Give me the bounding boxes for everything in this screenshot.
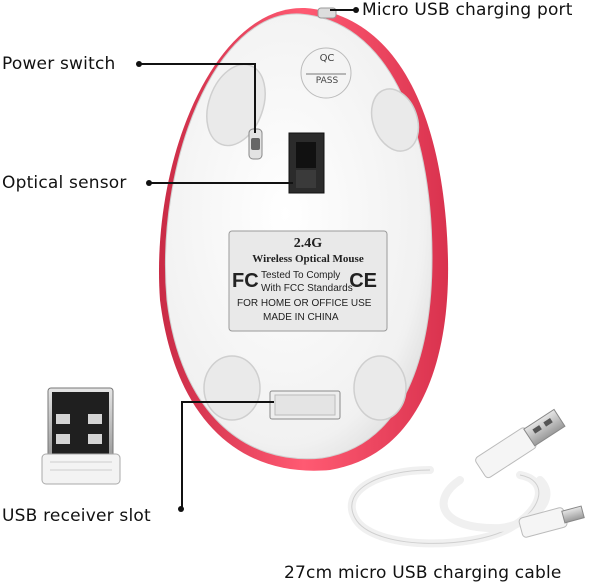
label-line-6: MADE IN CHINA xyxy=(263,312,339,323)
optical-sensor xyxy=(288,132,325,194)
fcc-mark: FC xyxy=(232,270,259,292)
label-line-5: FOR HOME OR OFFICE USE xyxy=(237,298,372,309)
callout-leader-power-switch-h xyxy=(139,63,255,65)
qc-sticker-bottom: PASS xyxy=(315,76,339,86)
qc-sticker-top: QC xyxy=(319,53,335,64)
usb-receiver-slot xyxy=(269,390,341,420)
callout-cable: 27cm micro USB charging cable xyxy=(284,563,562,583)
callout-leader-micro-usb xyxy=(330,9,358,11)
label-plate-text: 2.4G Wireless Optical Mouse FC Tested To… xyxy=(229,236,387,325)
label-plate xyxy=(228,230,388,332)
ce-mark: CE xyxy=(349,270,377,292)
callout-dot-micro-usb xyxy=(353,7,359,13)
qc-pass-sticker xyxy=(300,47,352,99)
callout-leader-receiver-slot-h xyxy=(181,401,274,403)
label-line-4: With FCC Standards xyxy=(261,283,353,294)
label-line-3: Tested To Comply xyxy=(261,270,341,281)
callout-leader-receiver-slot-v xyxy=(181,401,183,509)
power-switch[interactable] xyxy=(248,128,263,160)
callout-micro-usb-port: Micro USB charging port xyxy=(362,0,573,20)
label-line-1: 2.4G xyxy=(293,236,323,251)
callout-dot-receiver-slot xyxy=(178,506,184,512)
callout-power-switch: Power switch xyxy=(2,54,116,74)
usb-receiver xyxy=(41,387,121,485)
callout-optical-sensor: Optical sensor xyxy=(2,173,127,193)
callout-leader-power-switch-v xyxy=(254,63,256,133)
mouse-feet xyxy=(203,63,420,421)
callout-usb-receiver-slot: USB receiver slot xyxy=(2,506,151,526)
label-line-2: Wireless Optical Mouse xyxy=(252,253,364,265)
usb-cable xyxy=(347,408,585,548)
callout-leader-optical-sensor xyxy=(149,182,293,184)
